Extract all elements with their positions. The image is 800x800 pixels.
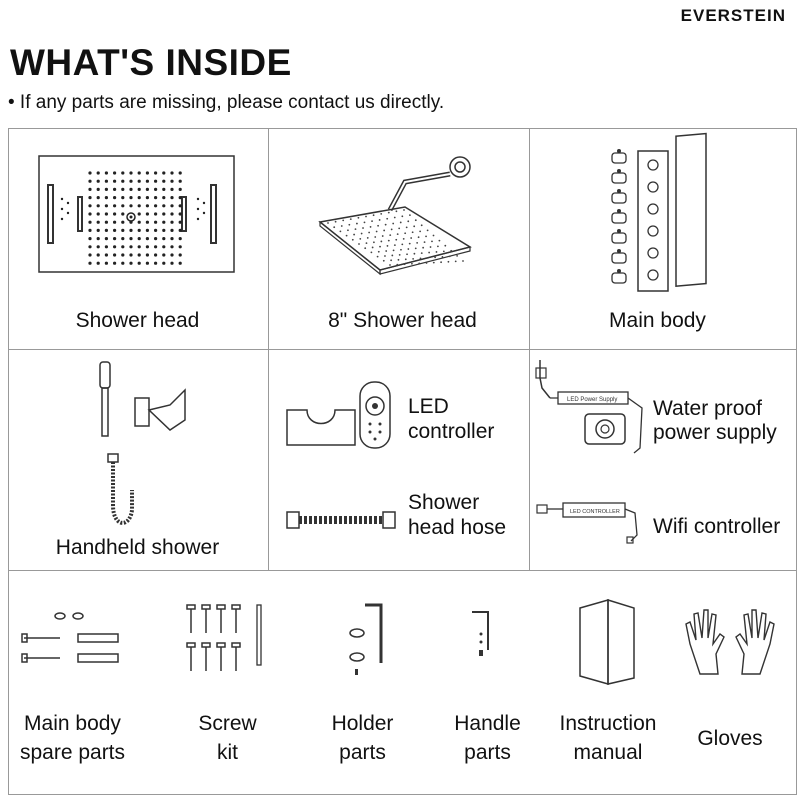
led-controller-illustration xyxy=(286,381,391,449)
spare-parts-illustration xyxy=(21,612,119,663)
rain-shower-head-illustration xyxy=(38,155,235,273)
subtitle: • If any parts are missing, please conta… xyxy=(8,92,445,113)
holder-parts-illustration xyxy=(349,603,383,675)
svg-text:LED Power Supply: LED Power Supply xyxy=(567,397,617,403)
label-screw-kit-line1: Screw xyxy=(198,712,257,735)
label-shower-head-hose-line1: Shower xyxy=(408,491,480,514)
square-shower-head-illustration xyxy=(318,156,472,276)
label-holder-parts-line2: parts xyxy=(339,741,386,764)
row-divider xyxy=(9,349,796,350)
label-handheld-shower: Handheld shower xyxy=(55,536,220,559)
label-handle-parts-line2: parts xyxy=(464,741,511,764)
label-shower-head-hose-line2: head hose xyxy=(408,516,507,539)
label-water-proof-line2: power supply xyxy=(653,421,777,444)
label-instruction-manual-line2: manual xyxy=(573,741,643,764)
label-shower-head: Shower head xyxy=(75,309,200,332)
parts-grid xyxy=(8,128,797,795)
screw-kit-illustration xyxy=(186,604,262,671)
label-8-shower-head: 8" Shower head xyxy=(328,309,477,332)
handle-parts-illustration xyxy=(472,611,489,656)
gloves-illustration xyxy=(685,609,775,675)
brand-logo: EVERSTEIN xyxy=(680,6,786,25)
instruction-manual-illustration xyxy=(579,598,635,685)
label-main-body-spare-parts-line2: spare parts xyxy=(19,741,126,764)
label-wifi-controller: Wifi controller xyxy=(653,515,781,538)
label-water-proof-line1: Water proof xyxy=(653,397,762,420)
label-led-controller-line1: LED xyxy=(408,395,449,418)
label-screw-kit-line2: kit xyxy=(217,741,238,764)
handheld-shower-illustration xyxy=(99,361,186,525)
label-main-body-spare-parts-line1: Main body xyxy=(24,712,121,735)
col-divider xyxy=(268,129,269,349)
svg-text:LED CONTROLLER: LED CONTROLLER xyxy=(570,509,620,515)
page-title: WHAT'S INSIDE xyxy=(10,42,292,83)
label-instruction-manual-line1: Instruction xyxy=(559,712,657,735)
main-body-valve-illustration xyxy=(611,132,707,292)
label-led-controller-line2: controller xyxy=(408,420,495,443)
row-divider xyxy=(9,570,796,571)
col-divider xyxy=(529,129,530,570)
shower-hose-illustration xyxy=(286,511,396,529)
label-gloves: Gloves xyxy=(697,727,763,750)
wifi-controller-illustration: LED CONTROLLER xyxy=(536,502,638,544)
label-main-body: Main body xyxy=(609,309,706,332)
power-supply-illustration: LED Power Supply xyxy=(535,360,643,454)
label-holder-parts-line1: Holder xyxy=(331,712,394,735)
col-divider xyxy=(268,349,269,570)
label-handle-parts-line1: Handle xyxy=(454,712,521,735)
